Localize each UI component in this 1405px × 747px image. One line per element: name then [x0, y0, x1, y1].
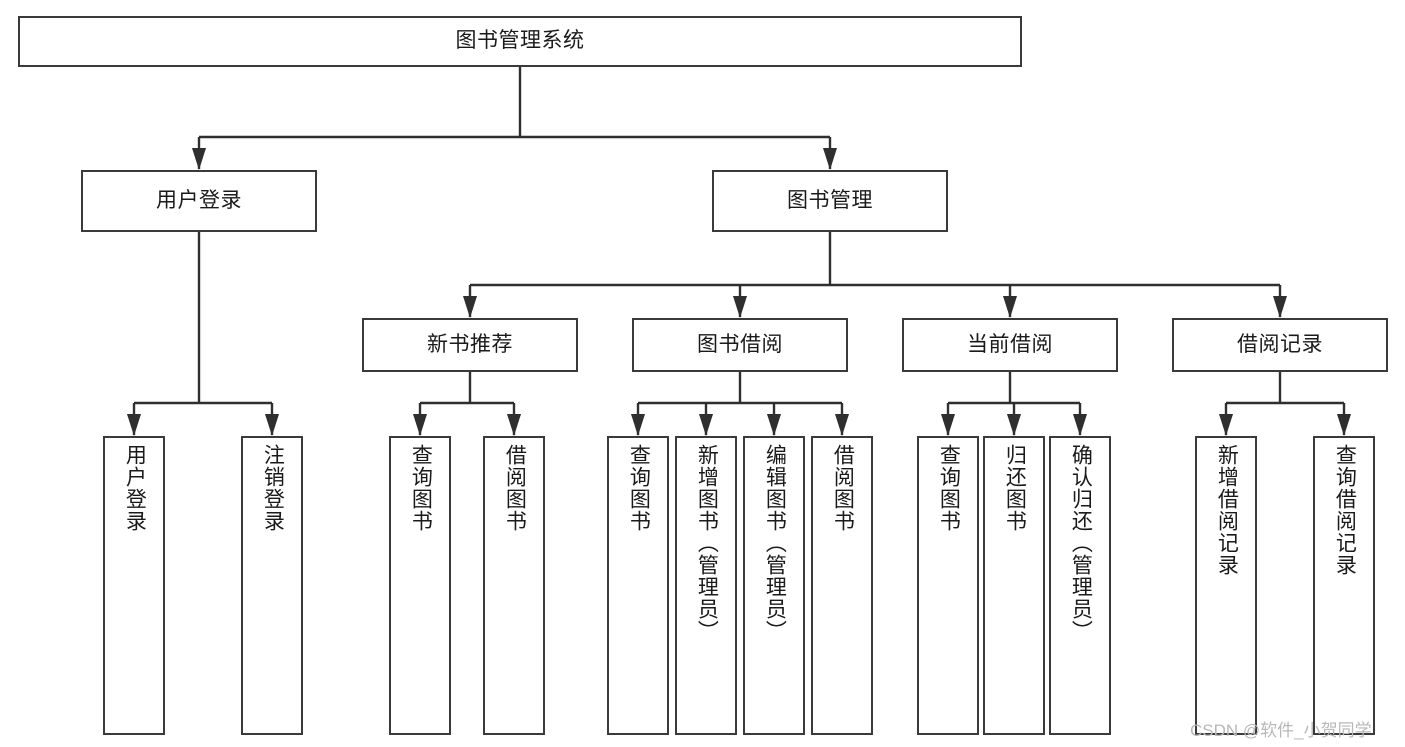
- node-leaf-br-add[interactable]: 新增借阅记录: [1195, 436, 1257, 735]
- node-label-leaf-br-query: 查询借阅记录: [1333, 444, 1357, 576]
- node-label-user-login: 用户登录: [156, 188, 242, 212]
- node-leaf-br-query[interactable]: 查询借阅记录: [1313, 436, 1375, 735]
- node-label-leaf-cb-query: 查询图书: [937, 444, 961, 532]
- node-user-login[interactable]: 用户登录: [81, 170, 317, 232]
- node-label-book-borrow: 图书借阅: [697, 332, 783, 356]
- node-label-leaf-logout: 注销登录: [261, 444, 285, 532]
- csdn-watermark: CSDN @软件_小贺同学: [1190, 721, 1372, 740]
- node-label-new-book-rec: 新书推荐: [427, 332, 513, 356]
- node-leaf-rec-query[interactable]: 查询图书: [389, 436, 451, 735]
- node-leaf-rec-borrow[interactable]: 借阅图书: [483, 436, 545, 735]
- node-book-borrow[interactable]: 图书借阅: [632, 318, 848, 372]
- node-leaf-logout[interactable]: 注销登录: [241, 436, 303, 735]
- node-label-leaf-bb-edit: 编辑图书（管理员）: [763, 444, 787, 642]
- node-label-leaf-user-login: 用户登录: [123, 444, 147, 532]
- node-label-leaf-rec-borrow: 借阅图书: [503, 444, 527, 532]
- node-leaf-bb-query[interactable]: 查询图书: [607, 436, 669, 735]
- node-label-leaf-bb-borrow: 借阅图书: [831, 444, 855, 532]
- node-label-leaf-bb-add: 新增图书（管理员）: [695, 444, 719, 642]
- node-leaf-bb-borrow[interactable]: 借阅图书: [811, 436, 873, 735]
- node-leaf-cb-query[interactable]: 查询图书: [917, 436, 979, 735]
- node-leaf-cb-return[interactable]: 归还图书: [983, 436, 1045, 735]
- node-borrow-record[interactable]: 借阅记录: [1172, 318, 1388, 372]
- node-label-leaf-rec-query: 查询图书: [409, 444, 433, 532]
- node-new-book-rec[interactable]: 新书推荐: [362, 318, 578, 372]
- node-leaf-bb-edit[interactable]: 编辑图书（管理员）: [743, 436, 805, 735]
- node-label-borrow-record: 借阅记录: [1237, 332, 1323, 356]
- node-leaf-bb-add[interactable]: 新增图书（管理员）: [675, 436, 737, 735]
- node-label-leaf-cb-confirm: 确认归还（管理员）: [1069, 444, 1093, 642]
- node-label-book-manage: 图书管理: [787, 188, 873, 212]
- node-current-borrow[interactable]: 当前借阅: [902, 318, 1118, 372]
- node-root[interactable]: 图书管理系统: [18, 16, 1022, 67]
- node-label-leaf-bb-query: 查询图书: [627, 444, 651, 532]
- node-label-root: 图书管理系统: [455, 29, 585, 53]
- node-label-leaf-br-add: 新增借阅记录: [1215, 444, 1239, 576]
- node-leaf-user-login[interactable]: 用户登录: [103, 436, 165, 735]
- node-label-current-borrow: 当前借阅: [967, 332, 1053, 356]
- node-book-manage[interactable]: 图书管理: [712, 170, 948, 232]
- node-leaf-cb-confirm[interactable]: 确认归还（管理员）: [1049, 436, 1111, 735]
- node-label-leaf-cb-return: 归还图书: [1003, 444, 1027, 532]
